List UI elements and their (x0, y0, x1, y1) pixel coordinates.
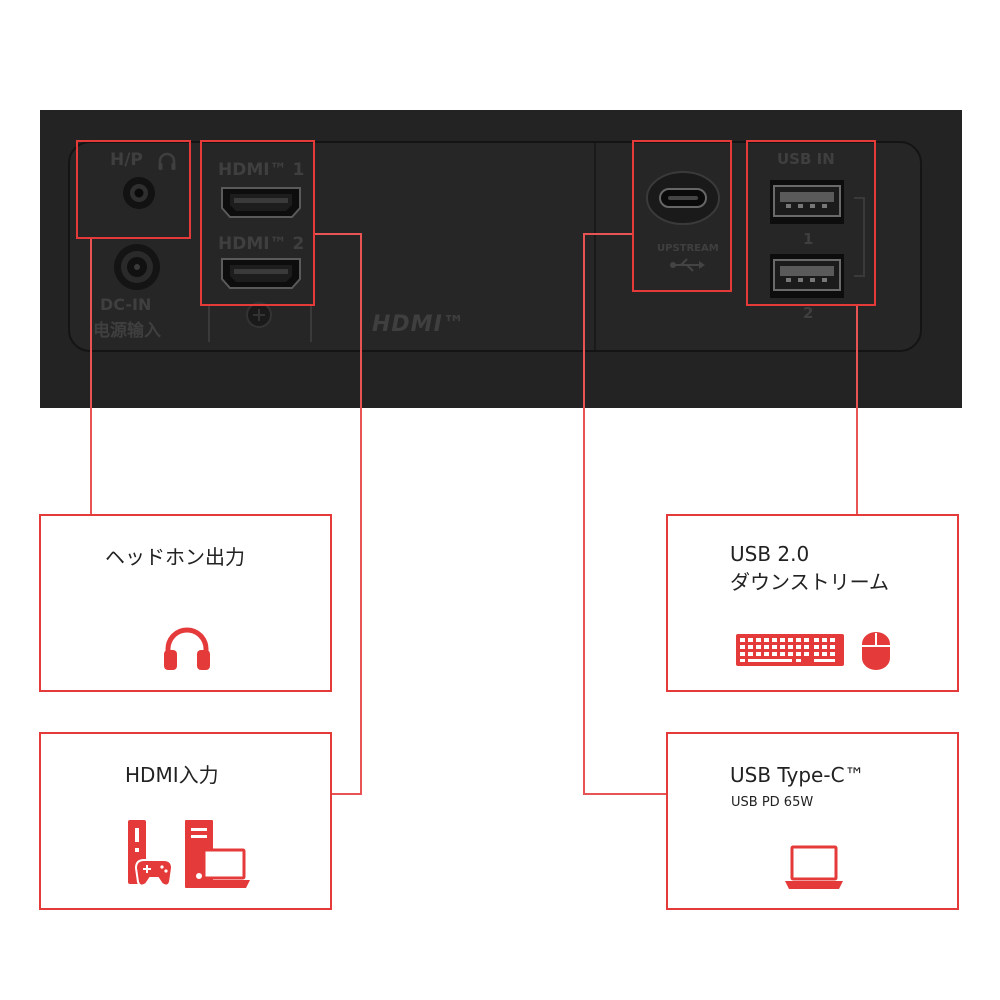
usb-port-1-number: 1 (803, 230, 814, 248)
connector-usbc-h2 (583, 793, 667, 795)
connector-usbc-h1 (583, 233, 632, 235)
hdmi2-label: HDMI™ 2 (218, 234, 305, 254)
hdmi1-label: HDMI™ 1 (218, 160, 305, 180)
ground-screw-icon (246, 302, 272, 328)
usb-a-port-2 (770, 254, 844, 298)
card-headphone-title: ヘッドホン出力 (105, 545, 245, 569)
mouse-icon (862, 632, 890, 670)
hdmi-port-2 (221, 258, 301, 289)
connector-hdmi-h2 (331, 793, 362, 795)
port-recess (68, 141, 922, 352)
usb-c-port (646, 171, 720, 225)
keyboard-icon (736, 634, 844, 666)
hp-label: H/P (110, 150, 143, 170)
headphone-etched-icon (158, 152, 176, 170)
card-usb-type-c-subtitle: USB PD 65W (731, 795, 814, 810)
hdmi-logo: HDMI™ (372, 312, 466, 337)
dc-in-jack (114, 244, 160, 290)
dc-in-label: DC-IN (100, 295, 152, 314)
card-usb-downstream-title-line2: ダウンストリーム (730, 570, 889, 594)
usb-a-port-1 (770, 180, 844, 224)
bracket-right (310, 306, 312, 342)
highlight-hdmi-ports (200, 140, 315, 306)
connector-headphone (90, 239, 92, 516)
usb-in-label: USB IN (777, 150, 835, 168)
connector-hdmi-h1 (315, 233, 362, 235)
bracket-left (208, 306, 210, 342)
hdmi-port-1 (221, 187, 301, 218)
card-headphone-output (39, 514, 332, 692)
usb-port-2-number: 2 (803, 304, 814, 322)
headphones-icon (164, 627, 210, 670)
connector-hdmi-v (360, 233, 362, 795)
card-usb-downstream-title-line1: USB 2.0 (730, 542, 810, 566)
headphone-jack (123, 177, 155, 209)
connector-usbc-v (583, 233, 585, 795)
card-hdmi-title: HDMI入力 (125, 763, 219, 787)
highlight-usb-a-ports (746, 140, 876, 306)
highlight-headphone-port (76, 140, 191, 239)
card-usb-type-c-title: USB Type-C™ (730, 763, 865, 787)
game-console-icon (128, 820, 174, 887)
usb-symbol-icon (670, 258, 705, 272)
highlight-usb-c-port (632, 140, 732, 292)
connector-usb-a (856, 306, 858, 516)
upstream-label: UPSTREAM (657, 243, 719, 254)
power-input-label: 电源输入 (93, 321, 161, 341)
usb-bracket (854, 197, 865, 277)
laptop-icon-usbc (785, 845, 843, 889)
laptop-icon-hdmi (198, 848, 250, 888)
recess-divider (594, 143, 596, 350)
